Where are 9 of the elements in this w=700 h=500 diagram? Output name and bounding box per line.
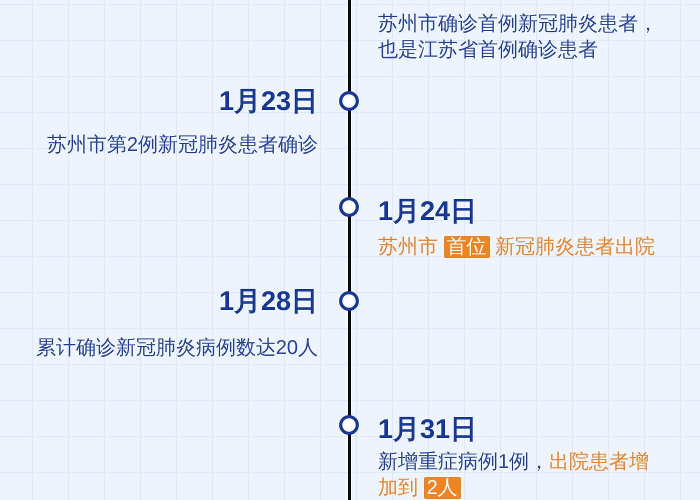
date-label: 1月28日 xyxy=(218,285,318,317)
date-label: 1月23日 xyxy=(218,85,318,117)
event-description: 苏州市 首位 新冠肺炎患者出院 xyxy=(378,235,656,260)
date-label: 1月31日 xyxy=(378,413,478,445)
event-description: 累计确诊新冠肺炎病例数达20人 xyxy=(36,336,318,361)
date-label: 1月24日 xyxy=(378,195,478,227)
event-description: 新增重症病例1例，出院患者增加到 2人 xyxy=(378,450,650,500)
event-description: 苏州市第2例新冠肺炎患者确诊 xyxy=(46,133,318,158)
event-description: 苏州市确诊首例新冠肺炎患者，也是江苏省首例确诊患者 xyxy=(378,12,659,63)
